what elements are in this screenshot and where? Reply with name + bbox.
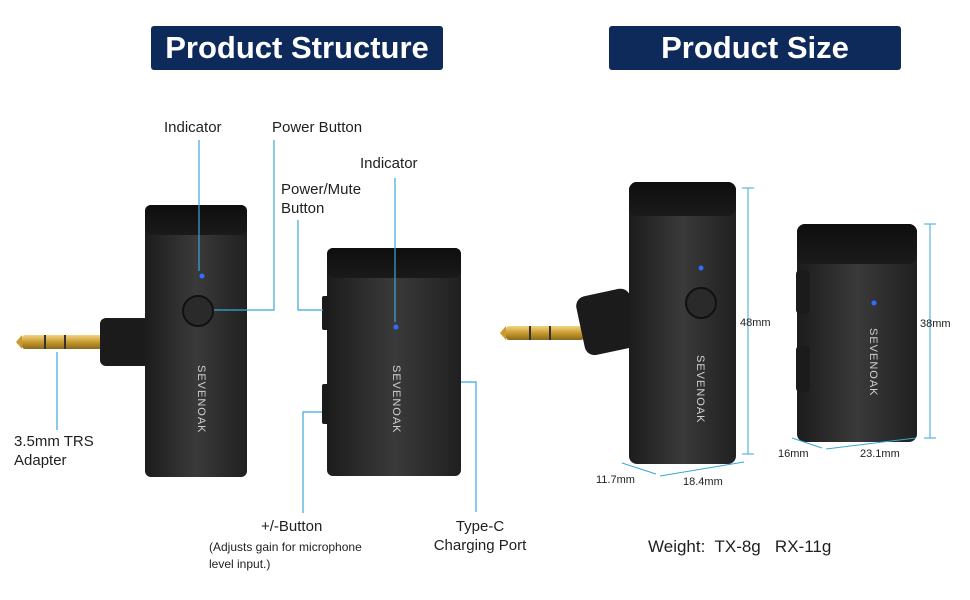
- label-power-mute-line1: Power/Mute: [281, 181, 362, 198]
- label-adapter-line1: 3.5mm TRS: [14, 433, 94, 450]
- label-plusminus-note-line2: level input.): [209, 557, 271, 571]
- plusminus-callout-line: [302, 411, 322, 513]
- product-size-title: Product Size: [661, 30, 849, 65]
- label-power-button: Power Button: [272, 119, 363, 136]
- rx-size-brand-text: SEVENOAK: [867, 328, 879, 397]
- dim-rx-height: 38mm: [920, 318, 951, 330]
- tx-power-button: [182, 295, 214, 327]
- dimension-lines: [621, 187, 936, 477]
- label-plusminus-note-line1: (Adjusts gain for microphone: [209, 540, 362, 554]
- power-button-callout-line: [214, 140, 275, 311]
- label-plusminus: +/-Button: [261, 518, 323, 535]
- label-indicator-tx: Indicator: [164, 119, 222, 136]
- tx-device-structure: [16, 205, 247, 477]
- label-adapter: 3.5mm TRS Adapter: [14, 432, 94, 470]
- label-power-mute: Power/Mute Button: [281, 180, 361, 218]
- product-size-banner: Product Size: [609, 26, 901, 70]
- rx-device-structure: [322, 248, 461, 476]
- dim-rx-depth: 16mm: [778, 448, 809, 460]
- dim-tx-depth: 11.7mm: [596, 474, 635, 486]
- label-typec-line2: Charging Port: [433, 537, 527, 554]
- label-power-mute-line2: Button: [281, 200, 325, 217]
- label-indicator-rx: Indicator: [360, 155, 418, 172]
- label-typec-line1: Type-C: [455, 518, 505, 535]
- label-typec: Type-C Charging Port: [425, 517, 535, 555]
- product-structure-title: Product Structure: [165, 30, 429, 65]
- tx-device-size: [500, 182, 736, 464]
- typec-callout-line: [461, 381, 477, 512]
- power-mute-callout-line: [297, 220, 323, 311]
- dim-tx-height: 48mm: [740, 317, 771, 329]
- dim-rx-width: 23.1mm: [860, 448, 900, 460]
- tx-size-brand-text: SEVENOAK: [694, 355, 706, 424]
- rx-indicator-led: [393, 324, 399, 330]
- label-adapter-line2: Adapter: [14, 452, 67, 469]
- tx-indicator-led: [199, 273, 205, 279]
- weight-text: Weight: TX-8g RX-11g: [648, 537, 832, 556]
- dim-tx-width: 18.4mm: [683, 476, 723, 488]
- product-structure-banner: Product Structure: [151, 26, 443, 70]
- label-plusminus-note: (Adjusts gain for microphone level input…: [209, 539, 362, 573]
- rx-device-size: [796, 224, 917, 442]
- rx-brand-text: SEVENOAK: [390, 365, 402, 434]
- tx-brand-text: SEVENOAK: [195, 365, 207, 434]
